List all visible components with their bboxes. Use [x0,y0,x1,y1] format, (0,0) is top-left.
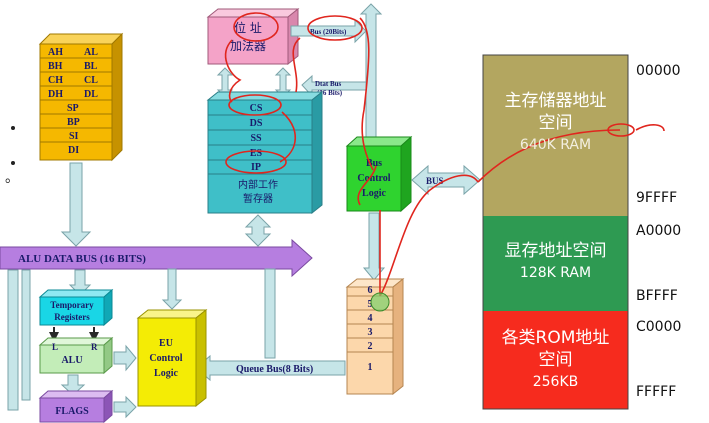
memory-video-region [483,216,628,311]
bus-20bits-label: Bus (20Bits) [310,28,347,36]
queue-slot-2: 2 [368,341,373,352]
queue-up-arrow [264,268,276,359]
alu-r-label: R [91,342,98,352]
temp-registers-line1: Temporary [50,300,94,310]
seg-to-bus-arrow [244,214,272,247]
memory-main-region [483,55,628,216]
flags-block: FLAGS [38,389,114,423]
reg-cl: CL [84,75,98,86]
bus-control-line3: Logic [362,188,386,199]
address-adder-block: 位 址 加法器 [206,7,300,66]
eu-control-line2: Control [149,353,182,364]
queue-bus-arrow [195,354,346,382]
reg-al: AL [84,47,98,58]
reg-ds: DS [250,118,263,129]
memory-rom-title1: 各类ROM地址 [501,328,610,348]
queue-slot-4: 4 [368,313,373,324]
alu-eu-arrow [113,344,137,372]
queue-slot-6: 6 [368,285,373,296]
memory-main-title2: 空间 [538,113,573,133]
queue-slot-5: 5 [368,299,373,310]
left-vertical-arrow-b [21,269,31,401]
general-registers-block: AH AL BH BL CH CL DH DL SP BP SI DI [38,32,124,162]
reg-ch: CH [48,75,63,86]
red-annotations [224,12,665,297]
address-adder-line1: 位 址 [234,20,262,35]
eu-control-line3: Logic [154,368,178,379]
reg-es: ES [250,148,263,159]
bus-arrow-label: BUS [426,176,444,186]
memory-rom-region [483,311,628,409]
instruction-queue-block: 6 5 4 3 2 1 [345,277,405,396]
bus-control-line2: Control [357,173,390,184]
eu-control-block: EU Control Logic [136,308,208,408]
address-fffff: FFFFF [636,384,677,400]
address-c0000: C0000 [636,319,682,335]
alu-label: ALU [61,355,82,366]
address-adder-line2: 加法器 [230,39,266,53]
left-vertical-arrow-a [7,269,19,411]
flags-eu-arrow [113,395,137,419]
left-edge-text: 。 [5,171,19,186]
reg-bh: BH [48,61,63,72]
reg-ip: IP [251,162,261,173]
queue-bus-label: Queue Bus(8 Bits) [236,364,313,375]
memory-main-size: 640K RAM [519,137,592,153]
dtat-bus-bits-label: (16 Bits) [317,89,343,97]
bus-eu-arrow [161,268,183,310]
memory-main-label: 主存储器地址 空间 640K RAM [483,90,628,154]
address-00000: 00000 [636,63,681,79]
memory-rom-label: 各类ROM地址 空间 256KB [483,327,628,391]
alu-data-bus-label: ALU DATA BUS (16 BITS) [18,253,146,265]
reg-dl: DL [84,89,98,100]
reg-cs: CS [250,103,263,114]
bus-control-block: Bus Control Logic [345,135,413,213]
reg-ss: SS [250,133,262,144]
segment-registers-block: CS DS SS ES IP 内部工作 暂存器 [206,90,324,215]
memory-video-size: 128K RAM [519,265,592,281]
bus-control-line1: Bus [366,158,382,169]
reg-bp: BP [67,117,80,128]
edge-dot-1 [11,126,15,130]
reg-di: DI [68,145,79,156]
alu-l-label: L [52,342,58,352]
bus-20bits-arrow [290,18,367,44]
memory-rom-size: 256KB [532,374,579,390]
eu-control-line1: EU [159,338,173,349]
memory-map-border [482,54,629,410]
alu-block: L R ALU [38,336,114,375]
address-9ffff: 9FFFF [636,190,678,206]
reg-ah: AH [48,47,63,58]
flags-label: FLAGS [55,406,89,417]
reg-si: SI [69,131,79,142]
bus-to-queue-arrow [362,212,386,281]
memory-rom-title2: 空间 [538,350,573,370]
queue-slot-3: 3 [368,327,373,338]
memory-main-title1: 主存储器地址 [504,91,607,111]
internal-regs-line2: 暂存器 [243,192,273,205]
internal-regs-line1: 内部工作 [238,178,278,191]
alu-flags-arrow [60,374,86,396]
queue-slot-1: 1 [368,362,373,373]
reg-bl: BL [84,61,98,72]
address-a0000: A0000 [636,223,682,239]
dtat-bus-label: Dtat Bus [315,80,342,88]
memory-video-label: 显存地址空间 128K RAM [483,240,628,282]
alu-data-bus-arrow [0,238,313,278]
address-bffff: BFFFF [636,288,678,304]
regs-to-bus-arrow [60,162,92,247]
memory-video-title: 显存地址空间 [504,241,607,261]
temp-registers-block: Temporary Registers [38,288,114,327]
edge-dot-2 [11,161,15,165]
reg-sp: SP [67,103,79,114]
reg-dh: DH [48,89,63,100]
queue-slot-5-highlight [370,292,390,312]
temp-registers-line2: Registers [54,312,90,322]
